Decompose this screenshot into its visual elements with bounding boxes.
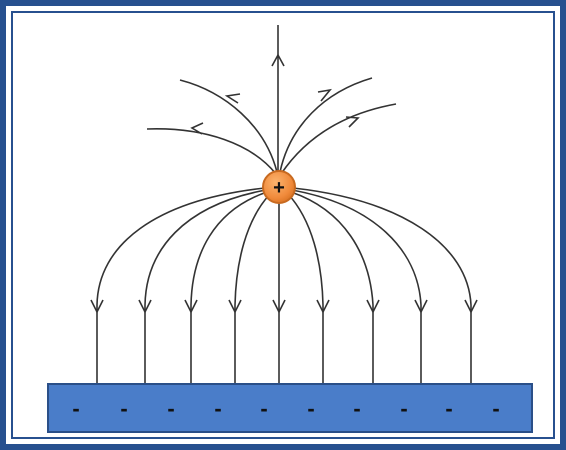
charge-circle: [262, 170, 296, 204]
field-line-down-7-arrow: [366, 299, 380, 314]
charge-plus-label: +: [273, 177, 285, 199]
field-line-down-8: [291, 189, 422, 384]
field-line-down-6-arrow: [316, 299, 330, 314]
plate-minus-7: -: [353, 396, 360, 421]
plate-minus-8: -: [400, 396, 407, 421]
field-line-down-2-arrow: [138, 299, 152, 314]
plate-minus-9: -: [445, 396, 452, 421]
field-line-up-right-1: [279, 77, 373, 173]
field-line-down-3: [190, 191, 268, 384]
field-line-down-7: [290, 191, 374, 384]
field-line-down-1: [96, 187, 266, 384]
positive-charge: +: [262, 170, 296, 204]
plate-minus-1: -: [72, 396, 79, 421]
field-line-down-9: [292, 187, 472, 384]
field-line-up-left-1: [179, 79, 278, 173]
field-line-down-3-arrow: [184, 299, 198, 314]
field-line-up-left-1-arrow: [224, 93, 241, 104]
negative-plate: - - - - - - - - - -: [47, 383, 533, 433]
plate-minus-6: -: [307, 396, 314, 421]
plate-minus-4: -: [214, 396, 221, 421]
field-line-down-8-arrow: [414, 299, 428, 314]
field-line-down-6: [287, 193, 324, 384]
inner-frame: [11, 11, 555, 439]
plate-minus-2: -: [120, 396, 127, 421]
upward-field-lines: [146, 25, 397, 180]
downward-field-lines: [90, 187, 478, 384]
field-line-down-center-arrow: [272, 299, 286, 314]
field-line-down-1-arrow: [90, 299, 104, 314]
plate-minus-5: -: [260, 396, 267, 421]
field-line-up-right-2-arrow: [345, 116, 360, 128]
field-line-down-2: [144, 189, 267, 384]
field-line-up-center-arrow: [271, 53, 285, 67]
field-line-down-4-arrow: [228, 299, 242, 314]
plate-minus-10: -: [492, 396, 499, 421]
field-line-up-left-2-arrow: [190, 122, 204, 135]
field-line-up-left-2: [146, 128, 277, 175]
field-line-up-right-1-arrow: [317, 88, 332, 102]
field-line-down-4: [234, 193, 271, 384]
plate-minus-3: -: [167, 396, 174, 421]
plate-body: [47, 383, 533, 433]
field-line-down-9-arrow: [464, 299, 478, 314]
field-line-up-right-2: [280, 103, 397, 175]
